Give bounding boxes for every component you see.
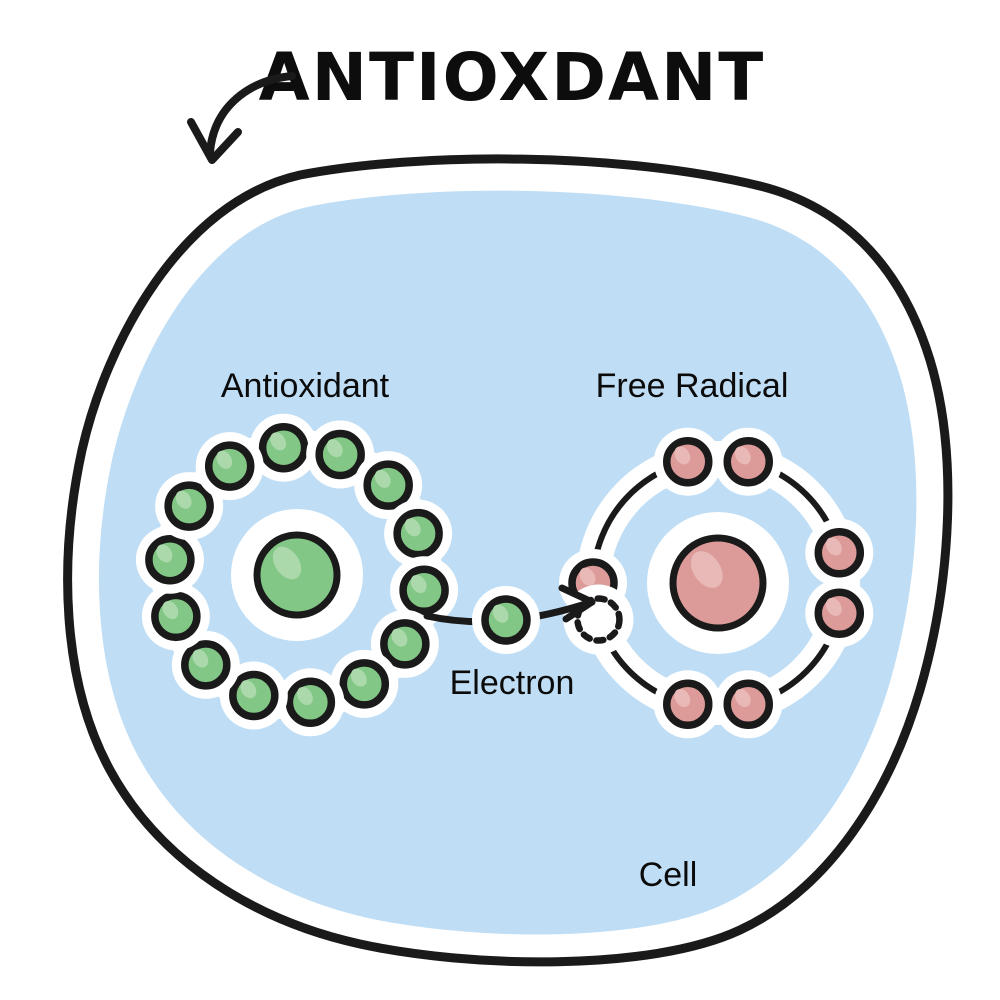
free-radical-electron-0 — [663, 436, 713, 487]
cell-cytoplasm — [98, 190, 917, 935]
antioxidant-electron-13 — [204, 441, 255, 491]
antioxidant-electron-11 — [145, 534, 195, 585]
free-radical-nucleus — [669, 534, 767, 632]
curved-arrow-to-cell — [187, 72, 296, 164]
cell-group — [50, 141, 965, 979]
antioxidant-electron-5 — [380, 619, 430, 669]
electron-label: Electron — [450, 664, 575, 702]
antioxidant-electron-2 — [363, 460, 413, 510]
electron-transfer-arrow-head — [558, 584, 596, 623]
antioxidant-electron-10 — [151, 591, 201, 642]
antioxidant-electron-0 — [258, 422, 309, 473]
free-radical-electron-4 — [814, 588, 865, 638]
antioxidant-electron-12 — [164, 481, 214, 531]
cell-label: Cell — [639, 856, 698, 894]
antioxidant-electron-1 — [315, 429, 365, 480]
antioxidant-nucleus — [253, 531, 341, 619]
free-radical-electron-5 — [663, 679, 713, 730]
transferring-electron — [481, 595, 531, 645]
antioxidant-electron-3 — [393, 508, 443, 559]
free-radical-electron-6 — [723, 679, 773, 730]
cell-membrane-outline — [63, 154, 953, 967]
electron-transfer-group: Electron — [423, 584, 596, 702]
antioxidant-label: Antioxidant — [221, 367, 390, 405]
free-radical-vacancy-slot — [574, 595, 623, 644]
molecule-free-radical: Free Radical — [559, 367, 874, 739]
antioxidant-electron-4 — [399, 565, 449, 616]
free-radical-label: Free Radical — [596, 367, 789, 405]
antioxidant-electron-9 — [181, 640, 231, 690]
free-radical-electron-1 — [723, 436, 773, 487]
free-radical-electron-3 — [814, 528, 865, 578]
antioxidant-electron-6 — [339, 659, 390, 709]
molecule-antioxidant: Antioxidant — [135, 367, 459, 737]
antioxidant-electron-7 — [285, 677, 336, 728]
page-title: ANTIOXDANT — [259, 39, 766, 116]
antioxidant-electron-8 — [229, 670, 279, 721]
